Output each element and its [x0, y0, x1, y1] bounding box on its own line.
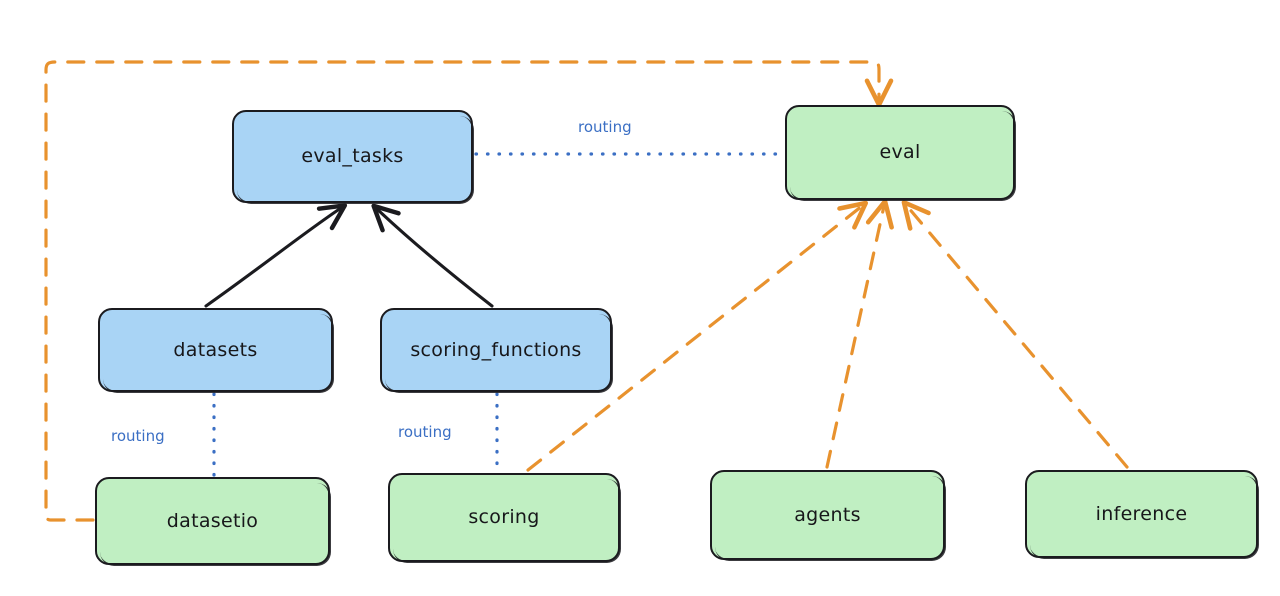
edge-datasets-to-eval-tasks	[204, 203, 348, 308]
edge-scoring-functions-to-eval-tasks	[371, 203, 494, 308]
edge-label-routing-scoring-functions-scoring: routing	[398, 423, 452, 441]
node-label: inference	[1095, 502, 1188, 525]
node-agents[interactable]: agents	[710, 470, 946, 561]
edge-label-routing-eval-tasks-eval: routing	[578, 118, 632, 136]
node-label: datasetio	[166, 509, 259, 532]
node-label: eval	[879, 141, 921, 164]
node-scoring-functions[interactable]: scoring_functions	[380, 308, 613, 393]
edge-label-routing-datasets-datasetio: routing	[111, 427, 165, 445]
edge-datasetio-to-eval	[44, 60, 894, 522]
edge-inference-to-eval	[901, 200, 1129, 469]
node-eval[interactable]: eval	[785, 105, 1016, 201]
node-scoring[interactable]: scoring	[388, 473, 621, 563]
node-label: scoring	[468, 506, 540, 529]
node-label: eval_tasks	[301, 145, 404, 168]
node-label: datasets	[173, 338, 258, 361]
node-label: scoring_functions	[410, 338, 582, 361]
edge-agents-to-eval	[825, 199, 894, 469]
edge-scoring-to-eval	[526, 200, 869, 472]
node-datasets[interactable]: datasets	[98, 308, 334, 393]
node-datasetio[interactable]: datasetio	[95, 477, 331, 566]
node-label: agents	[794, 503, 861, 526]
node-eval-tasks[interactable]: eval_tasks	[232, 110, 474, 204]
node-inference[interactable]: inference	[1025, 470, 1259, 559]
